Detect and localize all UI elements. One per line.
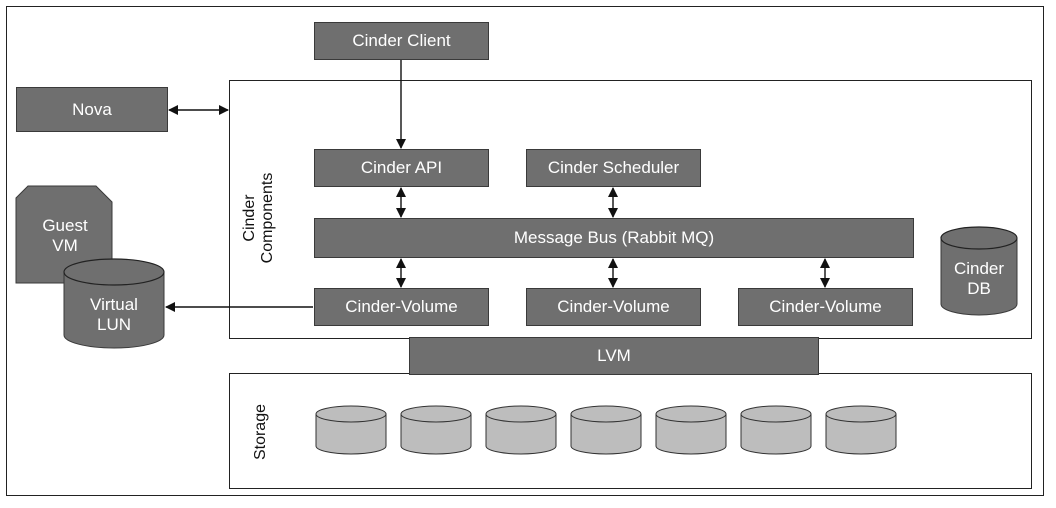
storage-disk-7 — [825, 405, 897, 455]
virtual-lun-cylinder — [63, 258, 165, 349]
storage-disk-5 — [655, 405, 727, 455]
cinder-api-box: Cinder API — [314, 149, 489, 187]
lvm-box: LVM — [409, 337, 819, 375]
message-bus-box: Message Bus (Rabbit MQ) — [314, 218, 914, 258]
cinder-client-box: Cinder Client — [314, 22, 489, 60]
cinder-db-cylinder — [940, 226, 1018, 316]
cinder-db-label-line1: Cinder — [953, 259, 1005, 278]
storage-disk-6 — [740, 405, 812, 455]
virtual-lun-label-line2: LUN — [96, 315, 131, 334]
storage-disks — [315, 405, 897, 455]
cinder-volume-box-3: Cinder-Volume — [738, 288, 913, 326]
diagram-frame — [6, 6, 1044, 496]
guest-vm-label-line2: VM — [52, 236, 78, 255]
nova-box: Nova — [16, 87, 168, 132]
storage-disk-3 — [485, 405, 557, 455]
cinder-scheduler-box: Cinder Scheduler — [526, 149, 701, 187]
guest-vm-label-line1: Guest — [42, 216, 88, 235]
storage-disk-1 — [315, 405, 387, 455]
cinder-db-label-line2: DB — [967, 279, 991, 298]
storage-disk-4 — [570, 405, 642, 455]
virtual-lun-label: Virtual LUN — [64, 295, 164, 335]
guest-vm-label: Guest VM — [22, 216, 108, 256]
cinder-volume-box-2: Cinder-Volume — [526, 288, 701, 326]
storage-disk-2 — [400, 405, 472, 455]
cinder-db-label: Cinder DB — [941, 259, 1017, 299]
cinder-volume-box-1: Cinder-Volume — [314, 288, 489, 326]
virtual-lun-label-line1: Virtual — [90, 295, 138, 314]
